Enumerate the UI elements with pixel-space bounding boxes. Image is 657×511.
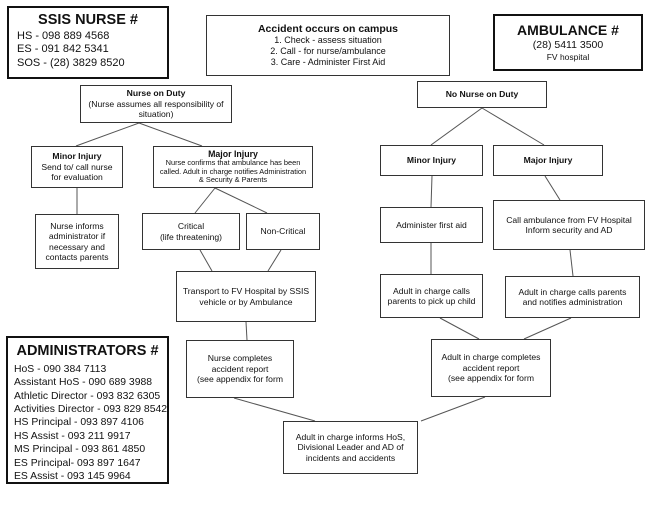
accident-step-check: 1. Check - assess situation xyxy=(274,35,382,46)
calls-parents-notify-box: Adult in charge calls parents and notifi… xyxy=(505,276,640,318)
accident-step-care: 3. Care - Administer First Aid xyxy=(270,57,386,68)
connector xyxy=(544,175,561,201)
critical-label: Critical xyxy=(177,221,205,232)
ssis-nurse-contacts: SSIS NURSE # HS - 098 889 4568 ES - 091 … xyxy=(7,6,169,79)
admin-activities-director: Activities Director - 093 829 8542 xyxy=(14,403,168,415)
calls-parents-notify-line2: and notifies administration xyxy=(522,297,623,307)
ssis-nurse-es: ES - 091 842 5341 xyxy=(17,43,109,56)
nurse-on-duty-title: Nurse on Duty xyxy=(126,88,186,99)
connector xyxy=(569,249,574,277)
left-minor-desc: Send to/ call nurse for evaluation xyxy=(41,161,113,183)
adult-informs-box: Adult in charge informs HoS, Divisional … xyxy=(283,421,418,474)
calls-parents-pickup-text: Adult in charge calls parents to pick up… xyxy=(387,285,476,306)
nurse-informs-box: Nurse informs administrator if necessary… xyxy=(35,214,119,269)
connector xyxy=(233,397,316,422)
accident-step-call: 2. Call - for nurse/ambulance xyxy=(270,46,386,57)
left-major-desc: Nurse confirms that ambulance has been c… xyxy=(159,158,307,185)
right-major-title: Major Injury xyxy=(523,155,573,166)
transport-box: Transport to FV Hospital by SSIS vehicle… xyxy=(176,271,316,322)
nurse-report-line2: accident report xyxy=(211,363,269,374)
admin-assistant-hos: Assistant HoS - 090 689 3988 xyxy=(14,377,153,389)
nurse-report-line3: (see appendix for form xyxy=(197,374,283,385)
nurse-report-box: Nurse completes accident report (see app… xyxy=(186,340,294,398)
connector xyxy=(138,122,203,147)
connector xyxy=(199,249,213,272)
connector xyxy=(481,107,545,146)
connector xyxy=(75,122,140,147)
connector xyxy=(430,107,483,146)
right-major-injury-box: Major Injury xyxy=(493,145,603,176)
adult-report-box: Adult in charge completes accident repor… xyxy=(431,339,551,397)
left-minor-injury-box: Minor Injury Send to/ call nurse for eva… xyxy=(31,146,123,188)
left-minor-title: Minor Injury xyxy=(52,151,102,162)
connector xyxy=(245,321,248,341)
nurse-on-duty-box: Nurse on Duty (Nurse assumes all respons… xyxy=(80,85,232,123)
call-ambulance-line1: Call ambulance from FV Hospital xyxy=(506,214,632,225)
adult-report-line1: Adult in charge completes xyxy=(441,352,541,363)
connector xyxy=(430,175,433,208)
admin-hs-principal: HS Principal - 093 897 4106 xyxy=(14,417,144,429)
call-ambulance-box: Call ambulance from FV Hospital Inform s… xyxy=(493,200,645,250)
connector xyxy=(267,249,282,272)
non-critical-box: Non-Critical xyxy=(246,213,320,250)
connector xyxy=(523,317,572,340)
calls-parents-pickup-box: Adult in charge calls parents to pick up… xyxy=(380,274,483,318)
nurse-informs-text: Nurse informs administrator if necessary… xyxy=(45,220,109,262)
admin-athletic-director: Athletic Director - 093 832 6305 xyxy=(14,390,161,402)
ambulance-contact: AMBULANCE # (28) 5411 3500 FV hospital xyxy=(493,14,643,71)
ssis-nurse-title: SSIS NURSE # xyxy=(38,12,138,28)
nurse-report-line1: Nurse completes xyxy=(207,353,273,364)
connector xyxy=(214,187,268,214)
first-aid-box: Administer first aid xyxy=(380,207,483,243)
ambulance-number: (28) 5411 3500 xyxy=(532,39,604,52)
first-aid-text: Administer first aid xyxy=(396,219,467,230)
administrators-contacts: ADMINISTRATORS # HoS - 090 384 7113 Assi… xyxy=(6,336,169,484)
adult-report-line2: accident report xyxy=(462,362,520,373)
connector xyxy=(439,317,480,340)
administrators-title: ADMINISTRATORS # xyxy=(16,343,159,359)
ambulance-hospital: FV hospital xyxy=(546,52,590,63)
ssis-nurse-hs: HS - 098 889 4568 xyxy=(17,29,110,42)
accident-title: Accident occurs on campus xyxy=(257,22,399,35)
left-major-injury-box: Major Injury Nurse confirms that ambulan… xyxy=(153,146,313,188)
critical-sublabel: (life threatening) xyxy=(159,231,223,242)
admin-es-assist: ES Assist - 093 145 9964 xyxy=(14,470,131,482)
adult-report-line3: (see appendix for form xyxy=(448,373,534,384)
call-ambulance-line2: Inform security and AD xyxy=(525,225,613,235)
left-major-title: Major Injury xyxy=(208,149,258,160)
no-nurse-on-duty-box: No Nurse on Duty xyxy=(417,81,547,108)
transport-text: Transport to FV Hospital by SSIS vehicle… xyxy=(182,286,310,307)
critical-box: Critical (life threatening) xyxy=(142,213,240,250)
adult-informs-text: Adult in charge informs HoS, Divisional … xyxy=(295,431,406,463)
no-nurse-title: No Nurse on Duty xyxy=(445,89,519,100)
ssis-nurse-sos: SOS - (28) 3829 8520 xyxy=(17,56,125,69)
right-minor-injury-box: Minor Injury xyxy=(380,145,483,176)
non-critical-label: Non-Critical xyxy=(260,226,306,237)
admin-hs-assist: HS Assist - 093 211 9917 xyxy=(14,430,131,442)
connector xyxy=(194,187,216,214)
admin-ms-principal: MS Principal - 093 861 4850 xyxy=(14,444,146,456)
calls-parents-notify-line1: Adult in charge calls parents xyxy=(518,286,627,297)
accident-occurs-box: Accident occurs on campus 1. Check - ass… xyxy=(206,15,450,76)
ambulance-title: AMBULANCE # xyxy=(517,22,619,39)
connector xyxy=(420,396,486,422)
nurse-on-duty-desc: (Nurse assumes all responsibility of sit… xyxy=(88,98,224,120)
right-minor-title: Minor Injury xyxy=(406,155,457,166)
admin-hos: HoS - 090 384 7113 xyxy=(14,363,107,375)
admin-es-principal: ES Principal- 093 897 1647 xyxy=(14,457,141,469)
